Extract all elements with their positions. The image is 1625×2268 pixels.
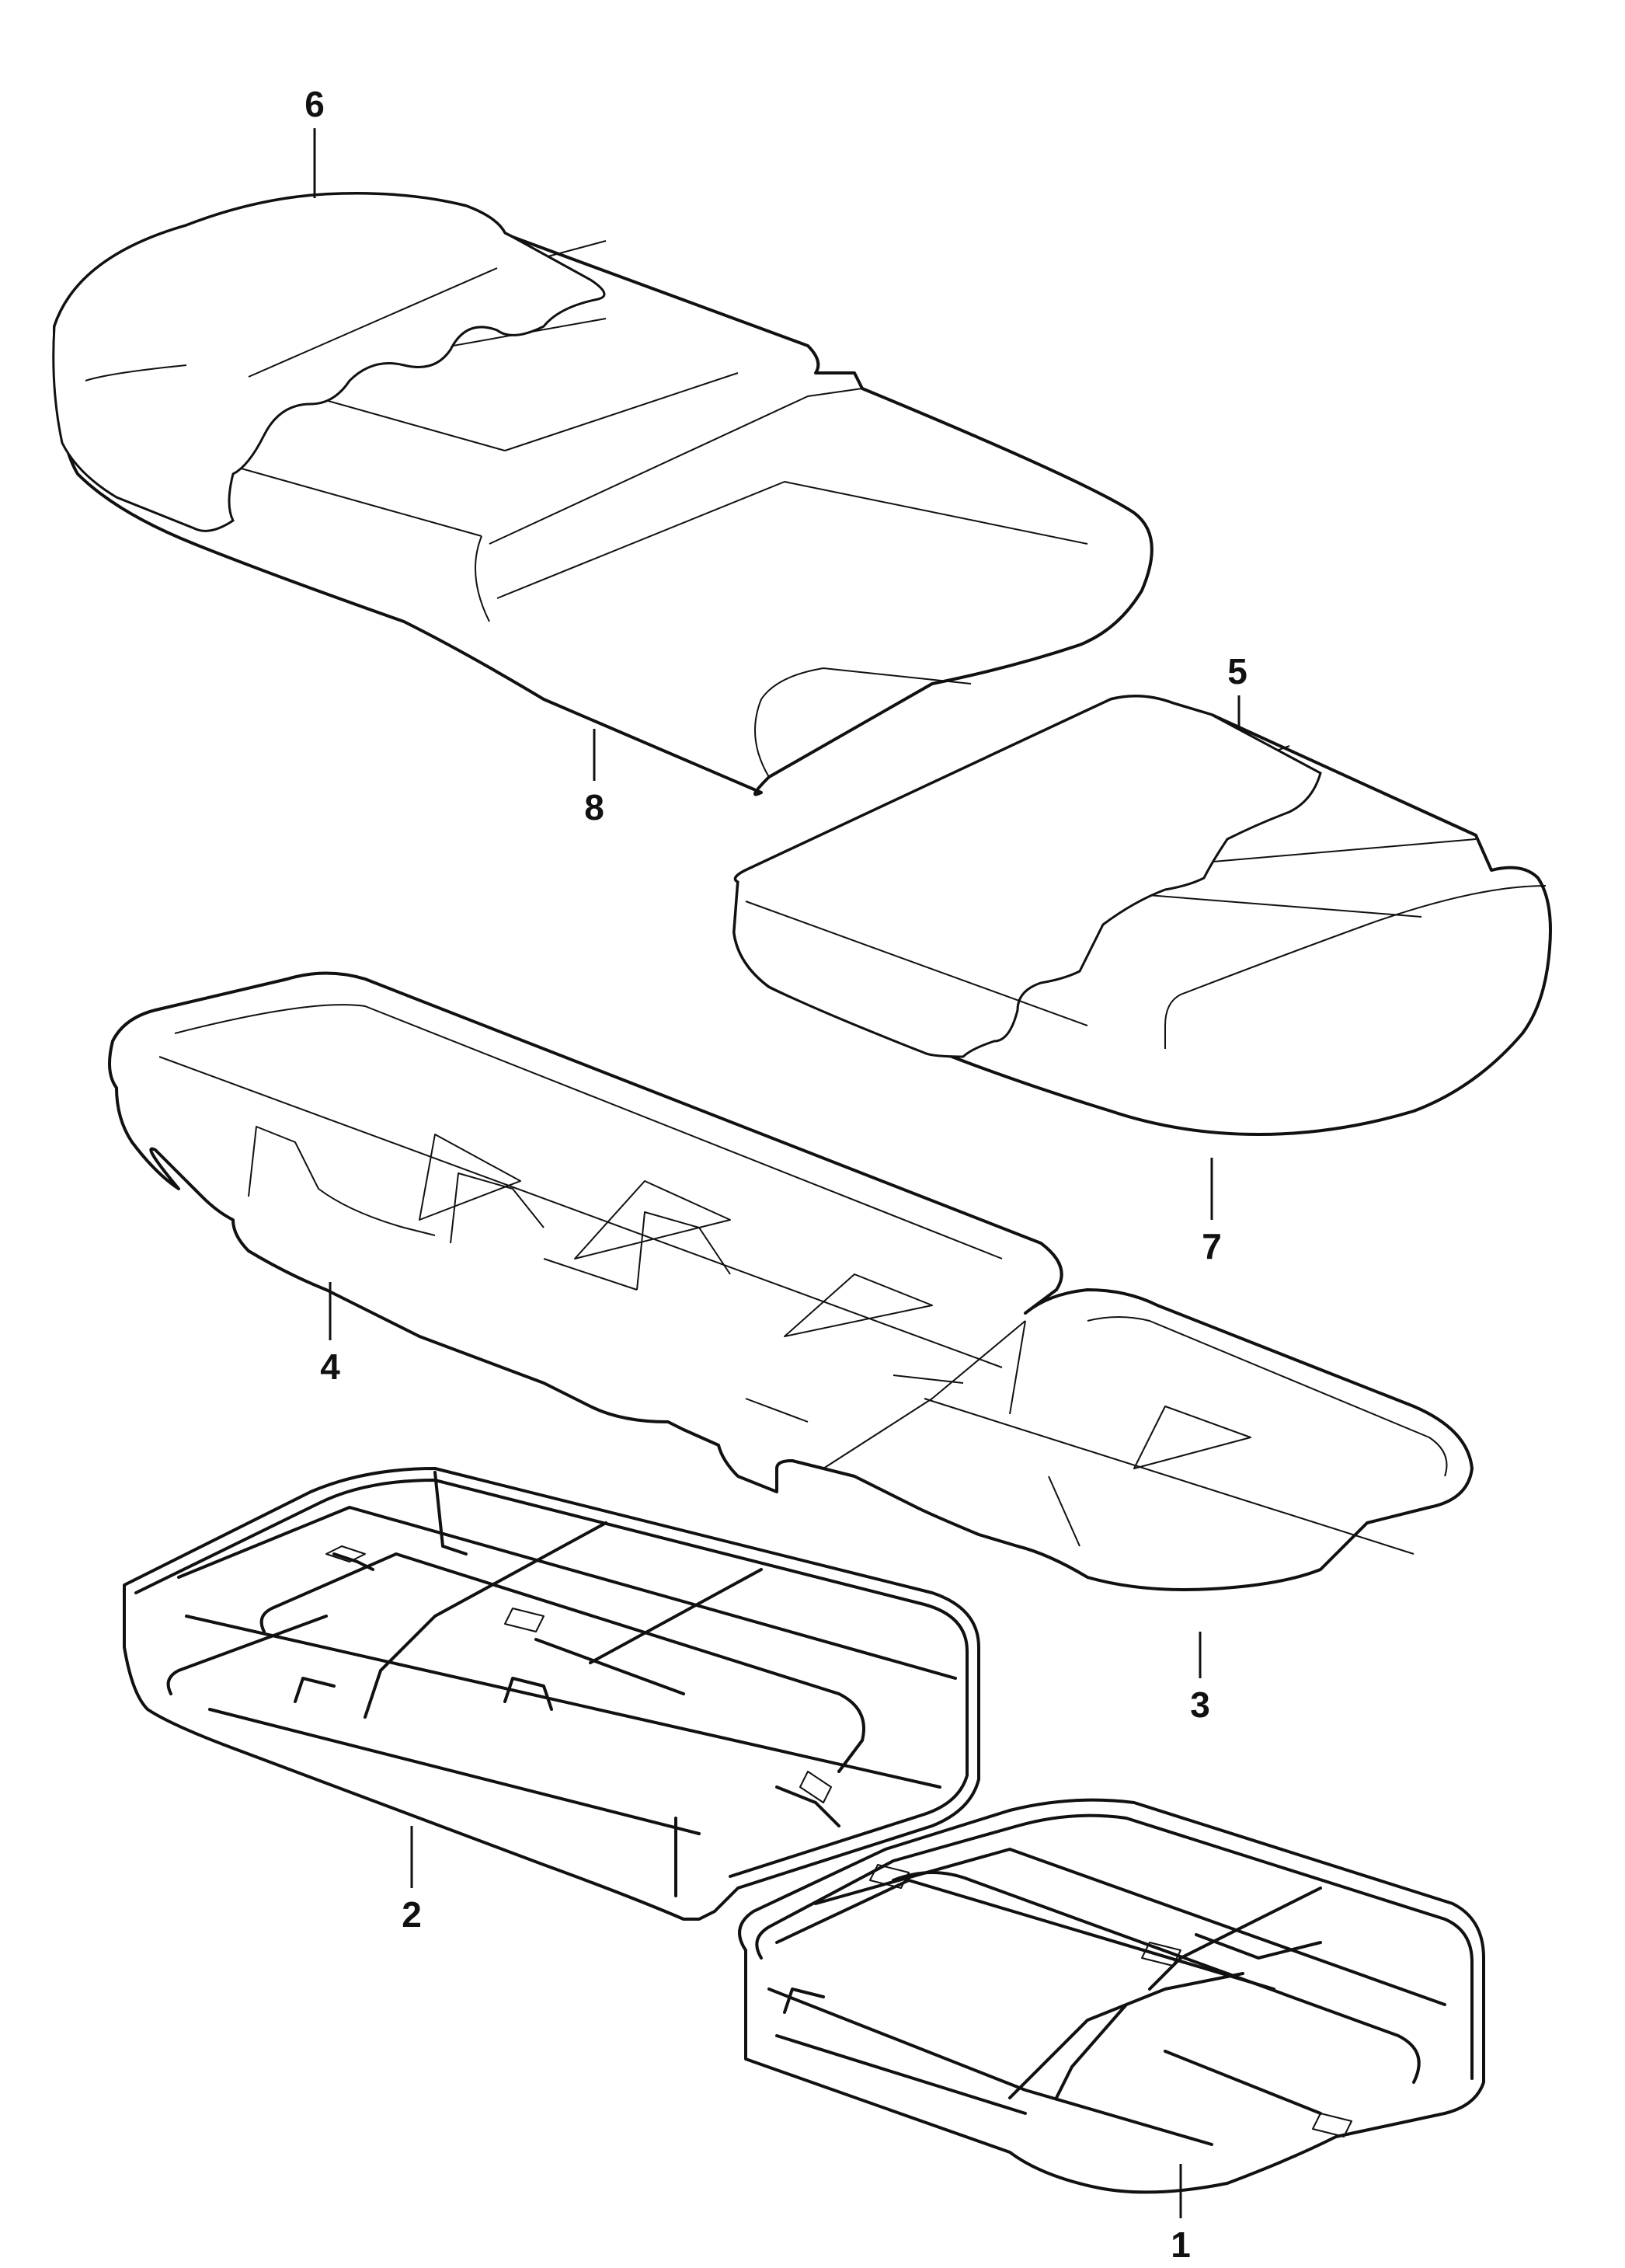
callout-3: 3 (1190, 1684, 1210, 1725)
callout-1: 1 (1171, 2224, 1191, 2265)
seat-wire-frame-left (123, 1467, 980, 1921)
callout-2: 2 (402, 1894, 422, 1935)
callout-7: 7 (1202, 1226, 1222, 1266)
seat-wire-frame-right (738, 1798, 1485, 2194)
callout-labels: 6 5 8 7 4 3 2 1 (304, 84, 1247, 2265)
callout-8: 8 (584, 787, 604, 827)
callout-6: 6 (304, 84, 325, 124)
seat-cushion-small (732, 695, 1552, 1136)
callout-5: 5 (1227, 651, 1247, 692)
seat-pan-tray (108, 971, 1474, 1591)
leader-lines (313, 128, 1240, 2218)
callout-4: 4 (320, 1347, 340, 1387)
seat-cushion-large (52, 192, 1154, 796)
